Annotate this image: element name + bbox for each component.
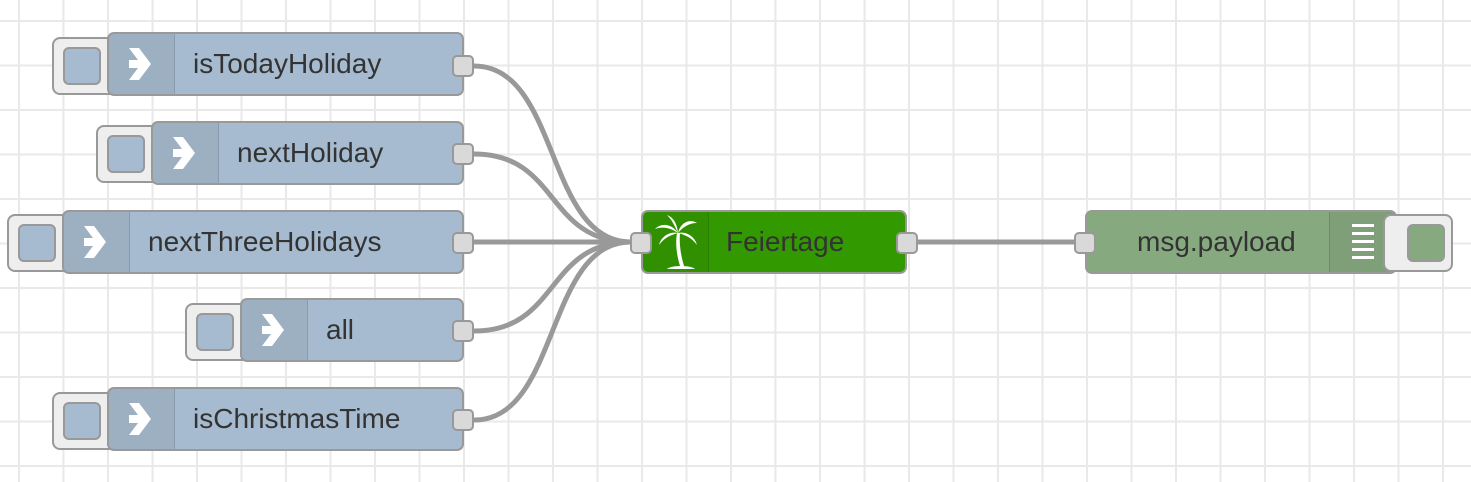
debug-node[interactable]: msg.payload xyxy=(1085,210,1397,274)
debug-toggle-inner[interactable] xyxy=(1407,224,1445,262)
inject-node-all[interactable]: all xyxy=(240,298,464,362)
debug-toggle-button[interactable] xyxy=(1383,214,1453,272)
arrow-in-icon xyxy=(64,212,130,272)
inject-node-nextholiday[interactable]: nextHoliday xyxy=(151,121,464,185)
wire-nextholiday-to-feiertage[interactable] xyxy=(471,151,634,245)
arrow-in-icon xyxy=(153,123,219,183)
node-label: isTodayHoliday xyxy=(193,48,382,79)
output-port[interactable] xyxy=(896,232,918,254)
input-port[interactable] xyxy=(630,232,652,254)
inject-button-inner[interactable] xyxy=(63,402,101,440)
output-port[interactable] xyxy=(452,55,474,77)
node-label: isChristmasTime xyxy=(193,403,401,434)
output-port[interactable] xyxy=(452,409,474,431)
node-label: msg.payload xyxy=(1137,226,1296,257)
wire-ischristmastime-to-feiertage[interactable] xyxy=(471,239,634,423)
output-port[interactable] xyxy=(452,232,474,254)
inject-button-inner[interactable] xyxy=(196,313,234,351)
arrow-in-icon xyxy=(109,389,175,449)
arrow-in-icon xyxy=(242,300,308,360)
output-port[interactable] xyxy=(452,320,474,342)
input-port[interactable] xyxy=(1074,232,1096,254)
output-port[interactable] xyxy=(452,143,474,165)
node-label: Feiertage xyxy=(726,226,845,257)
inject-node-istodayholiday[interactable]: isTodayHoliday xyxy=(107,32,464,96)
arrow-in-icon xyxy=(109,34,175,94)
inject-button-inner[interactable] xyxy=(18,224,56,262)
wire-all-to-feiertage[interactable] xyxy=(471,239,634,334)
node-label: nextHoliday xyxy=(237,137,384,168)
feiertage-node[interactable]: Feiertage xyxy=(641,210,907,274)
inject-node-ischristmastime[interactable]: isChristmasTime xyxy=(107,387,464,451)
wire-istodayholiday-to-feiertage[interactable] xyxy=(471,63,634,245)
inject-node-nextthreeholidays[interactable]: nextThreeHolidays xyxy=(62,210,464,274)
node-label: all xyxy=(326,314,355,345)
palm-tree-icon xyxy=(643,212,709,272)
node-label: nextThreeHolidays xyxy=(148,226,382,257)
inject-button-inner[interactable] xyxy=(107,135,145,173)
inject-button-inner[interactable] xyxy=(63,47,101,85)
